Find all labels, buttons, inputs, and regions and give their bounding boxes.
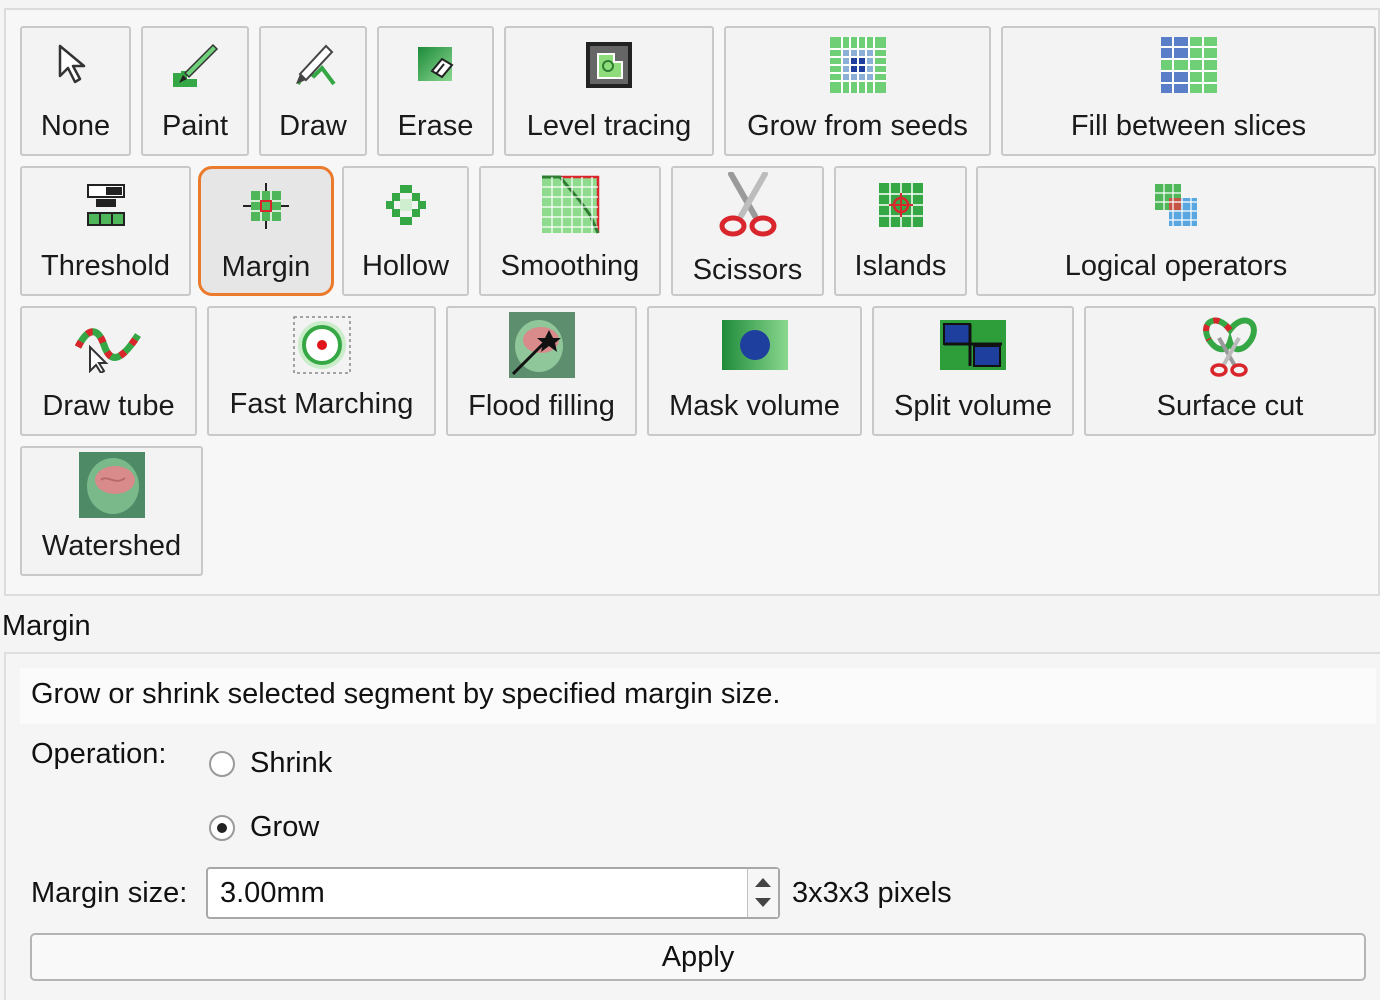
spinbox-buttons[interactable] — [747, 869, 778, 917]
tool-draw-tube-label: Draw tube — [42, 390, 175, 422]
tool-smoothing-label: Smoothing — [500, 250, 640, 282]
tool-threshold-label: Threshold — [41, 250, 170, 282]
tool-draw-tube-button[interactable]: Draw tube — [20, 306, 197, 436]
tool-draw-button[interactable]: Draw — [259, 26, 367, 156]
logical-operators-icon — [1151, 180, 1201, 238]
threshold-icon — [86, 183, 126, 235]
tool-grow-from-seeds-label: Grow from seeds — [747, 110, 968, 142]
surface-cut-icon — [1197, 312, 1263, 386]
tool-hollow-label: Hollow — [361, 250, 450, 282]
tool-fill-between-slices-button[interactable]: Fill between slices — [1001, 26, 1376, 156]
margin-icon — [241, 181, 291, 239]
tool-erase-button[interactable]: Erase — [377, 26, 494, 156]
tool-scissors-button[interactable]: Scissors — [671, 166, 824, 296]
tool-fast-marching-button[interactable]: Fast Marching — [207, 306, 436, 436]
tool-level-tracing-button[interactable]: Level tracing — [504, 26, 714, 156]
tool-fast-marching-label: Fast Marching — [229, 388, 414, 420]
scissors-icon — [717, 171, 779, 246]
options-section-title: Margin — [2, 610, 91, 642]
tool-flood-filling-label: Flood filling — [468, 390, 615, 422]
tool-mask-volume-label: Mask volume — [669, 390, 840, 422]
smoothing-icon — [540, 175, 600, 243]
tool-none-button[interactable]: None — [20, 26, 131, 156]
eraser-icon — [414, 43, 458, 95]
tool-paint-button[interactable]: Paint — [141, 26, 249, 156]
tool-logical-operators-label: Logical operators — [1064, 250, 1288, 282]
apply-button[interactable]: Apply — [30, 933, 1366, 981]
tool-fill-between-slices-label: Fill between slices — [1070, 110, 1307, 142]
level-tracing-icon — [584, 40, 634, 98]
tool-split-volume-label: Split volume — [894, 390, 1052, 422]
tool-logical-operators-button[interactable]: Logical operators — [976, 166, 1376, 296]
tool-surface-cut-label: Surface cut — [1156, 390, 1304, 422]
tool-mask-volume-button[interactable]: Mask volume — [647, 306, 862, 436]
operation-label: Operation: — [31, 738, 167, 770]
arrow-cursor-icon — [54, 42, 98, 96]
hollow-icon — [382, 181, 430, 237]
paintbrush-icon — [169, 39, 221, 99]
margin-size-value[interactable]: 3.00mm — [220, 877, 325, 909]
tool-threshold-button[interactable]: Threshold — [20, 166, 191, 296]
split-volume-icon — [940, 320, 1006, 378]
shrink-radio-label[interactable]: Shrink — [250, 747, 333, 779]
tool-scissors-label: Scissors — [692, 254, 803, 286]
tool-grow-from-seeds-button[interactable]: Grow from seeds — [724, 26, 991, 156]
watershed-icon — [78, 452, 145, 526]
tool-hollow-button[interactable]: Hollow — [342, 166, 469, 296]
spin-down-icon[interactable] — [755, 898, 771, 907]
grow-radio-label[interactable]: Grow — [250, 811, 320, 843]
description-text: Grow or shrink selected segment by speci… — [31, 678, 781, 710]
tool-margin-label: Margin — [221, 251, 311, 283]
fill-between-slices-icon — [1159, 35, 1219, 103]
margin-size-spinbox[interactable]: 3.00mm — [206, 867, 780, 919]
tool-level-tracing-label: Level tracing — [526, 110, 692, 142]
tool-islands-button[interactable]: Islands — [834, 166, 967, 296]
description-box: Grow or shrink selected segment by speci… — [20, 668, 1376, 724]
tool-flood-filling-button[interactable]: Flood filling — [446, 306, 637, 436]
tool-islands-label: Islands — [854, 250, 947, 282]
tool-surface-cut-button[interactable]: Surface cut — [1084, 306, 1376, 436]
margin-size-label: Margin size: — [31, 877, 188, 909]
tool-smoothing-button[interactable]: Smoothing — [479, 166, 661, 296]
draw-tube-icon — [74, 317, 144, 381]
islands-icon — [877, 181, 925, 237]
tool-watershed-label: Watershed — [41, 530, 182, 562]
tool-none-label: None — [40, 110, 111, 142]
margin-pixels-text: 3x3x3 pixels — [792, 877, 952, 909]
grow-radio[interactable] — [209, 815, 235, 841]
flood-filling-icon — [508, 312, 575, 386]
mask-volume-icon — [721, 320, 788, 378]
spin-up-icon[interactable] — [755, 878, 771, 887]
tool-paint-label: Paint — [161, 110, 229, 142]
tool-split-volume-button[interactable]: Split volume — [872, 306, 1074, 436]
shrink-radio[interactable] — [209, 751, 235, 777]
fast-marching-icon — [292, 315, 352, 383]
tool-watershed-button[interactable]: Watershed — [20, 446, 203, 576]
grow-from-seeds-icon — [828, 35, 888, 103]
tool-margin-button[interactable]: Margin — [198, 166, 334, 296]
tool-draw-label: Draw — [279, 110, 347, 142]
pencil-draw-icon — [288, 40, 338, 98]
tool-erase-label: Erase — [397, 110, 474, 142]
